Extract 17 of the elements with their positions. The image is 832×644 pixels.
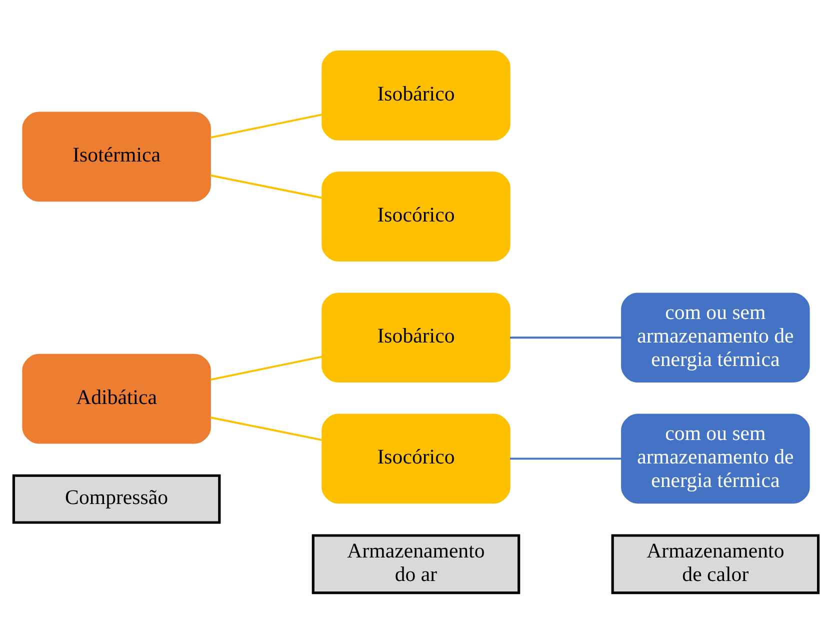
node-box: com ou sem armazenamento de energia térmica [621, 292, 810, 383]
node-box: Isotérmica [22, 112, 211, 202]
connector [510, 336, 622, 339]
connector [210, 174, 322, 199]
connector [210, 114, 322, 138]
node-box: Isobárico [322, 50, 510, 140]
connector [210, 416, 322, 441]
node-box: Isobárico [322, 292, 510, 383]
node-box: Armazenamento de calor [611, 534, 820, 594]
connector [210, 356, 322, 381]
node-box: Compressão [12, 474, 221, 524]
node-box: Armazenamento do ar [312, 534, 520, 594]
node-box: Adibática [22, 354, 211, 444]
node-box: Isocórico [322, 414, 510, 504]
node-box: com ou sem armazenamento de energia térmica [621, 414, 810, 504]
connector [510, 458, 622, 460]
node-box: Isocórico [322, 172, 510, 262]
